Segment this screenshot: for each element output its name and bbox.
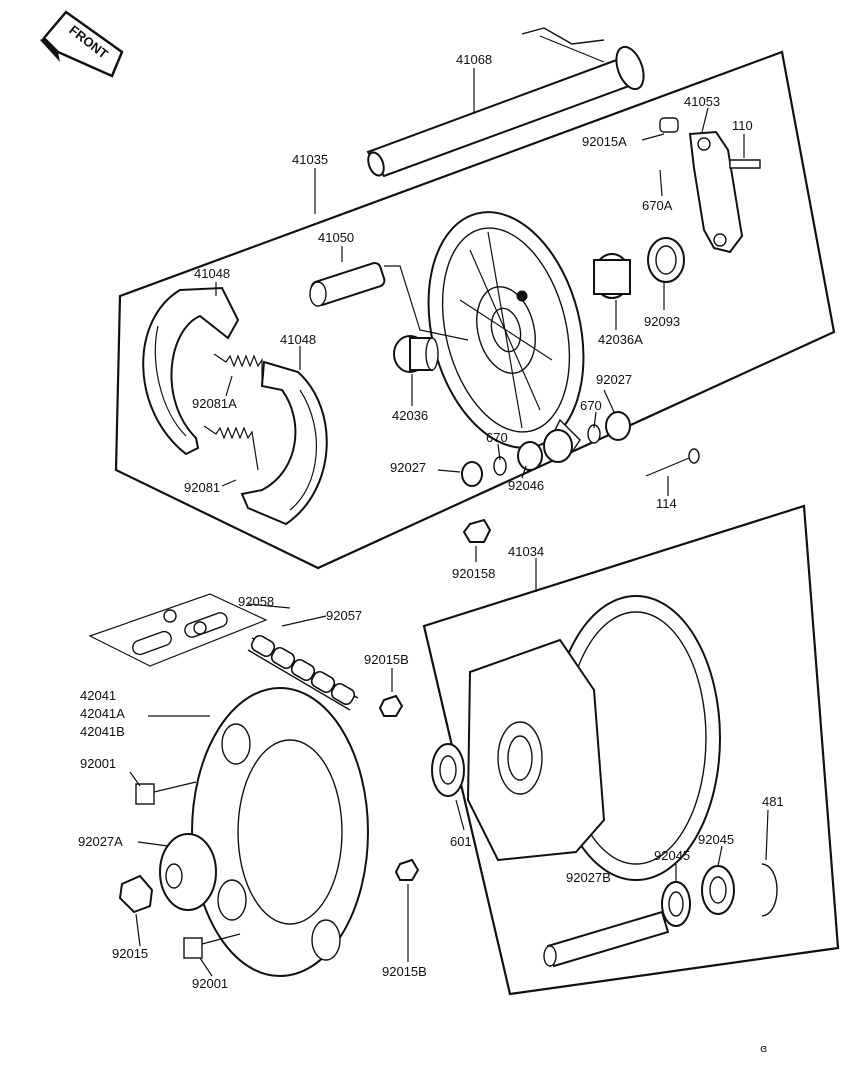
label-42036A: 42036A bbox=[598, 332, 643, 347]
label-41050: 41050 bbox=[318, 230, 354, 245]
label-42041: 42041 bbox=[80, 688, 116, 703]
spring-92081 bbox=[203, 425, 259, 471]
bolt-114 bbox=[645, 448, 700, 477]
label-92093: 92093 bbox=[644, 314, 680, 329]
brake-cam-41050 bbox=[309, 262, 469, 341]
label-92027-upper: 92027 bbox=[596, 372, 632, 387]
bolt-92001-lower bbox=[183, 933, 241, 959]
label-92081: 92081 bbox=[184, 480, 220, 495]
label-41048-upper: 41048 bbox=[194, 266, 230, 281]
label-92001-lower: 92001 bbox=[192, 976, 228, 991]
label-92015A: 92015A bbox=[582, 134, 627, 149]
label-92015B-lower: 92015B bbox=[382, 964, 427, 979]
label-92027A: 92027A bbox=[78, 834, 123, 849]
nut-92015B-upper bbox=[378, 694, 404, 717]
label-92027-lower: 92027 bbox=[390, 460, 426, 475]
brake-shoe-41048-right bbox=[240, 360, 328, 526]
label-41035: 41035 bbox=[292, 152, 328, 167]
spring-92081A bbox=[213, 353, 263, 384]
nut-92015 bbox=[118, 874, 154, 914]
label-92045-left: 92045 bbox=[654, 848, 690, 863]
label-42036: 42036 bbox=[392, 408, 428, 423]
label-670A: 670A bbox=[642, 198, 673, 213]
label-41053: 41053 bbox=[684, 94, 720, 109]
label-92027B: 92027B bbox=[566, 870, 611, 885]
leader-lines bbox=[129, 68, 769, 977]
bolt-92001-upper bbox=[135, 781, 197, 805]
nut-92015B-lower bbox=[394, 858, 420, 881]
cam-lever-41053 bbox=[659, 117, 761, 254]
spacer-92027A bbox=[159, 833, 217, 911]
sprocket-42041 bbox=[191, 687, 369, 977]
label-42041A: 42041A bbox=[80, 706, 125, 721]
sleeve-42036A bbox=[593, 253, 631, 299]
spacer-group-92027 bbox=[461, 411, 631, 487]
nut-920158 bbox=[462, 518, 492, 543]
label-42041B: 42041B bbox=[80, 724, 125, 739]
label-92045-right: 92045 bbox=[698, 832, 734, 847]
wheel-hub-group-outline bbox=[422, 504, 840, 996]
label-670-left: 670 bbox=[486, 430, 508, 445]
label-114: 114 bbox=[656, 496, 677, 511]
label-481: 481 bbox=[762, 794, 784, 809]
page-mark: ɞ bbox=[760, 1042, 767, 1055]
label-41034: 41034 bbox=[508, 544, 544, 559]
label-41068: 41068 bbox=[456, 52, 492, 67]
bearing-601 bbox=[431, 743, 465, 797]
label-601: 601 bbox=[450, 834, 472, 849]
wheel-hub-41034 bbox=[466, 595, 721, 881]
label-92046: 92046 bbox=[508, 478, 544, 493]
bearing-92045-a bbox=[661, 881, 691, 927]
brake-panel-group-outline bbox=[114, 50, 836, 570]
label-92057: 92057 bbox=[326, 608, 362, 623]
chain-92057 bbox=[247, 634, 359, 711]
sleeve-92027B bbox=[543, 910, 670, 968]
label-41048-lower: 41048 bbox=[280, 332, 316, 347]
front-arrow-badge: FRONT bbox=[40, 10, 124, 78]
label-92015: 92015 bbox=[112, 946, 148, 961]
brake-panel bbox=[427, 211, 585, 454]
master-link-92058 bbox=[132, 609, 228, 656]
axle-41068 bbox=[366, 27, 645, 178]
label-92001-upper: 92001 bbox=[80, 756, 116, 771]
label-920158-upper: 920158 bbox=[452, 566, 495, 581]
label-92081A: 92081A bbox=[192, 396, 237, 411]
bushing-42036 bbox=[393, 335, 439, 373]
label-92015B-upper: 92015B bbox=[364, 652, 409, 667]
label-670-right: 670 bbox=[580, 398, 602, 413]
seal-92093 bbox=[647, 237, 685, 283]
brake-shoe-41048-left bbox=[142, 286, 240, 456]
circlip-481 bbox=[761, 863, 778, 917]
chain-link-group-outline bbox=[88, 593, 268, 667]
label-110: 110 bbox=[732, 118, 753, 133]
label-92058: 92058 bbox=[238, 594, 274, 609]
bearing-92045-b bbox=[701, 865, 735, 915]
